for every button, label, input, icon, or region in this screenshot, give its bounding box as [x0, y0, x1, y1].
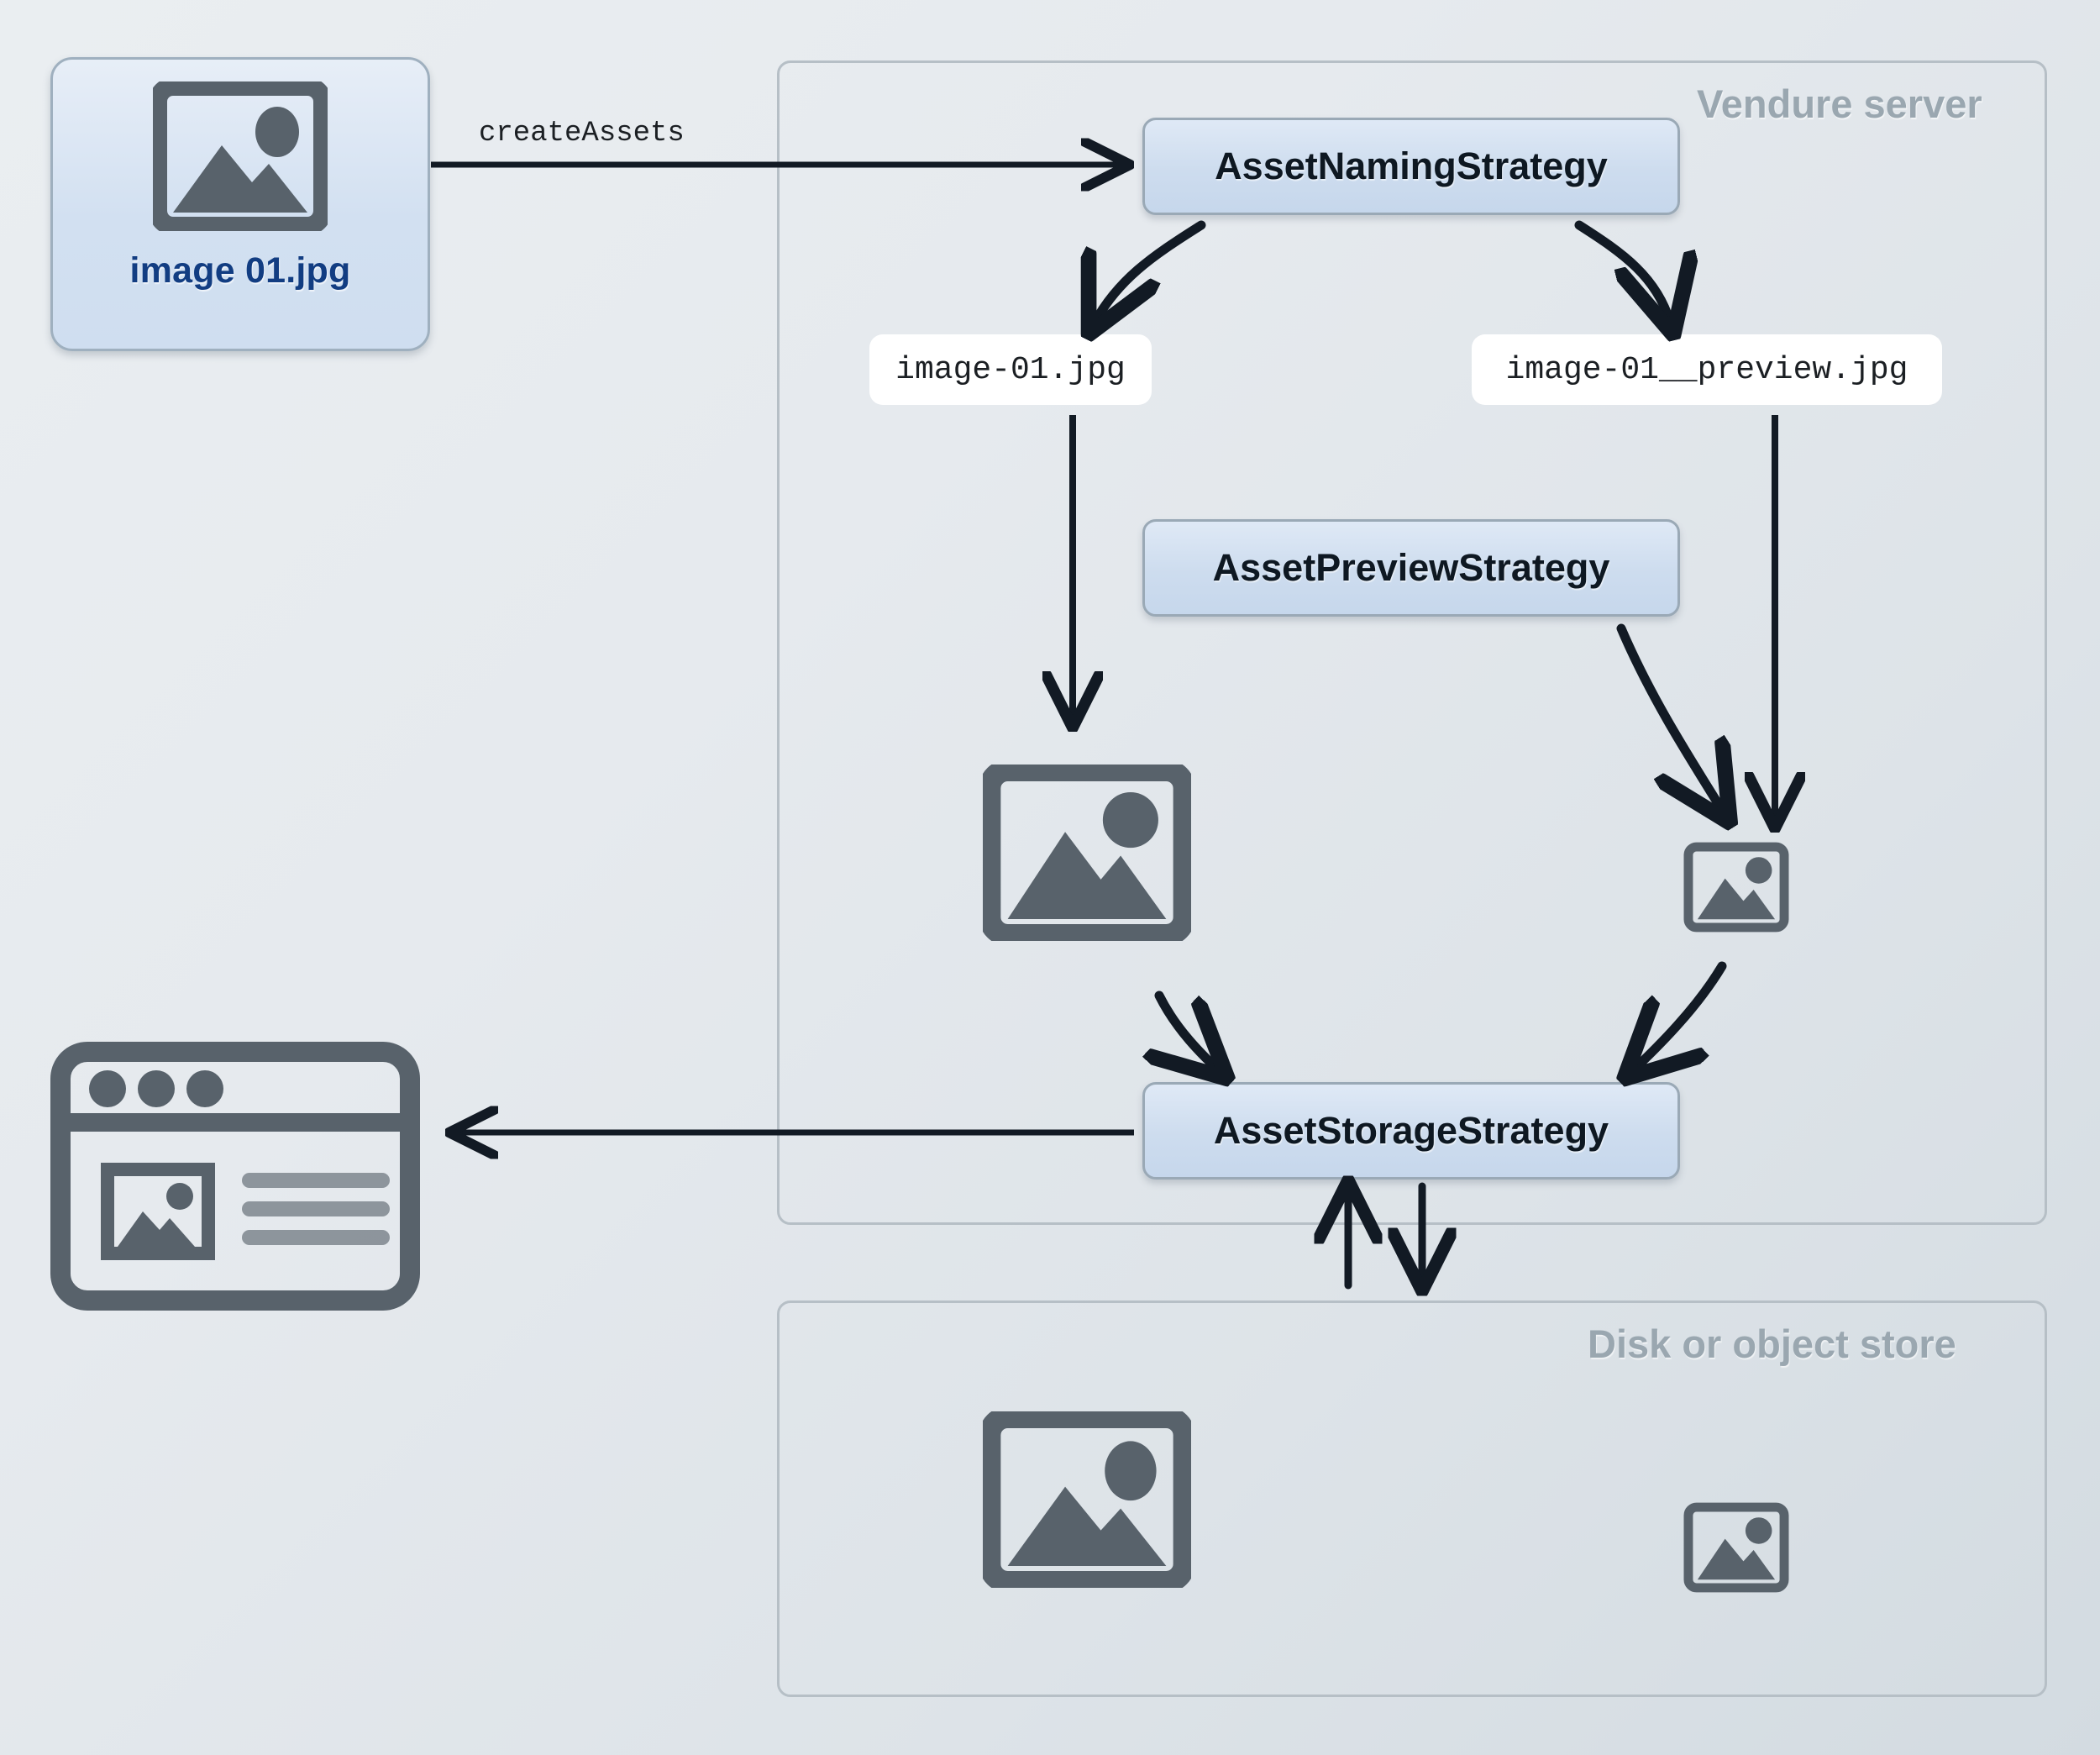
- browser-window-icon[interactable]: [50, 1042, 420, 1315]
- source-asset-label: image 01.jpg: [129, 250, 351, 291]
- browser-text-lines: [242, 1173, 390, 1245]
- stored-full-image-icon: [979, 1406, 1195, 1593]
- asset-naming-strategy-box[interactable]: AssetNamingStrategy: [1142, 118, 1680, 215]
- asset-naming-strategy-label: AssetNamingStrategy: [1215, 144, 1608, 187]
- create-assets-edge-label: createAssets: [479, 118, 685, 150]
- preview-filename-text: image-01__preview.jpg: [1505, 351, 1908, 388]
- asset-preview-strategy-box[interactable]: AssetPreviewStrategy: [1142, 519, 1680, 617]
- group-vendure-server: [777, 60, 2047, 1225]
- full-image-icon: [979, 759, 1195, 946]
- asset-storage-strategy-label: AssetStorageStrategy: [1213, 1109, 1609, 1152]
- group-title-disk-or-object-store: Disk or object store: [1588, 1322, 1956, 1366]
- image-icon: [149, 77, 332, 235]
- group-title-vendure-server: Vendure server: [1697, 81, 1982, 126]
- asset-preview-strategy-label: AssetPreviewStrategy: [1212, 546, 1610, 589]
- source-asset-card[interactable]: image 01.jpg: [50, 57, 430, 351]
- preview-image-icon: [1683, 842, 1790, 937]
- source-filename-chip: image-01.jpg: [869, 334, 1152, 405]
- browser-thumbnail-image-icon: [101, 1163, 215, 1260]
- group-disk-or-object-store: [777, 1300, 2047, 1697]
- stored-preview-image-icon: [1683, 1502, 1790, 1597]
- asset-storage-strategy-box[interactable]: AssetStorageStrategy: [1142, 1082, 1680, 1180]
- preview-filename-chip: image-01__preview.jpg: [1472, 334, 1942, 405]
- source-filename-text: image-01.jpg: [895, 351, 1126, 388]
